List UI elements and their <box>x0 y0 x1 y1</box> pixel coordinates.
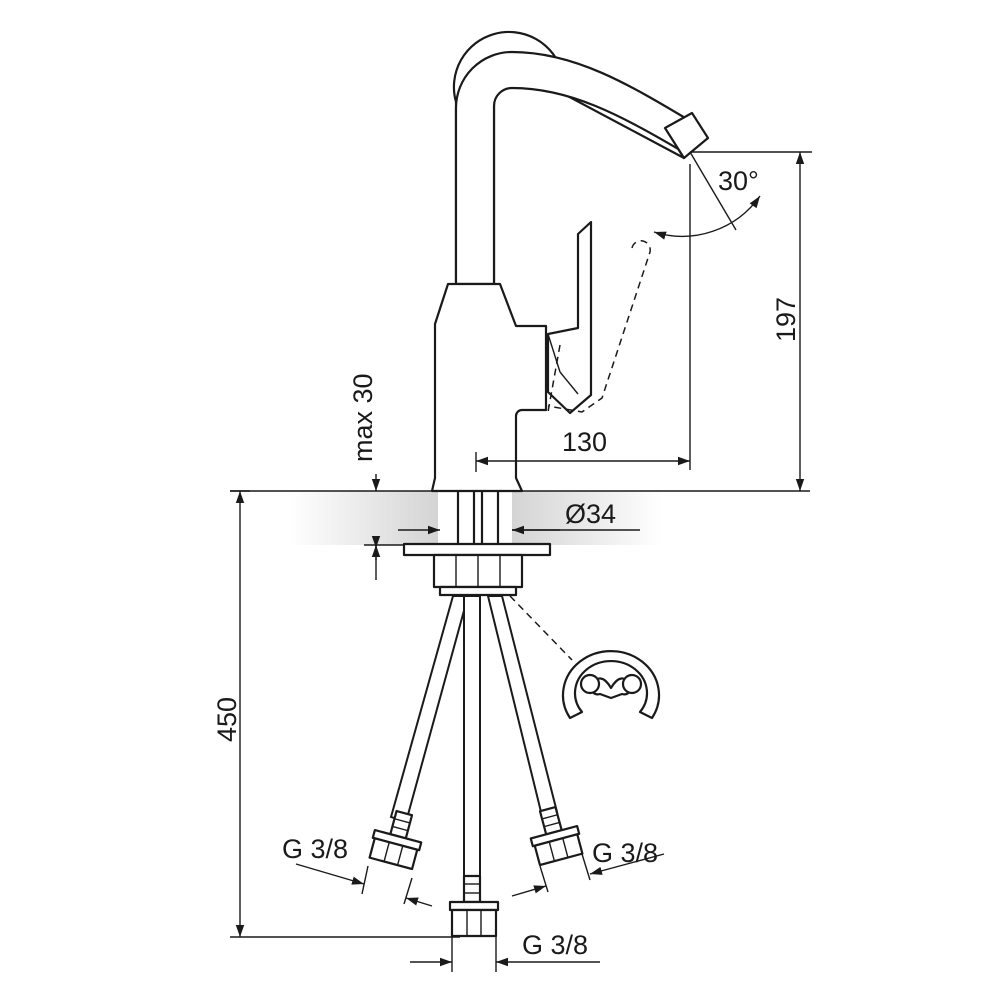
connector-center <box>448 874 500 938</box>
aerator-clip-detail <box>509 595 661 720</box>
dim-spout-height-label: 197 <box>771 297 801 342</box>
dim-deck-thickness: max 30 <box>348 373 404 580</box>
dim-connection-center-label: G 3/8 <box>522 930 588 960</box>
faucet-base <box>430 282 548 493</box>
flexible-hoses <box>389 595 559 877</box>
dim-spout-height: 197 <box>690 151 812 491</box>
connector-right <box>529 805 584 867</box>
dim-connection-right: G 3/8 <box>511 838 665 897</box>
dim-deck-thickness-label: max 30 <box>348 373 378 462</box>
dim-swivel-angle: 30° <box>653 151 761 240</box>
dim-hole-diameter: Ø34 <box>398 499 640 535</box>
dim-hose-length: 450 <box>212 490 460 938</box>
dim-connection-left-label: G 3/8 <box>282 834 348 864</box>
spout-aerator <box>663 111 710 160</box>
connector-left <box>368 809 423 871</box>
lever-handle <box>546 220 651 415</box>
dim-connection-left: G 3/8 <box>282 834 433 907</box>
dim-connection-right-label: G 3/8 <box>592 838 658 868</box>
dim-hole-diameter-label: Ø34 <box>565 499 616 529</box>
dim-connection-center: G 3/8 <box>410 930 600 972</box>
mounting-assembly <box>402 489 552 597</box>
dim-swivel-angle-label: 30° <box>718 166 759 196</box>
faucet-body <box>430 30 710 493</box>
dim-hose-length-label: 450 <box>212 697 242 742</box>
dim-spout-reach-label: 130 <box>562 427 607 457</box>
countertop <box>230 490 810 545</box>
hose-connectors <box>368 805 584 938</box>
